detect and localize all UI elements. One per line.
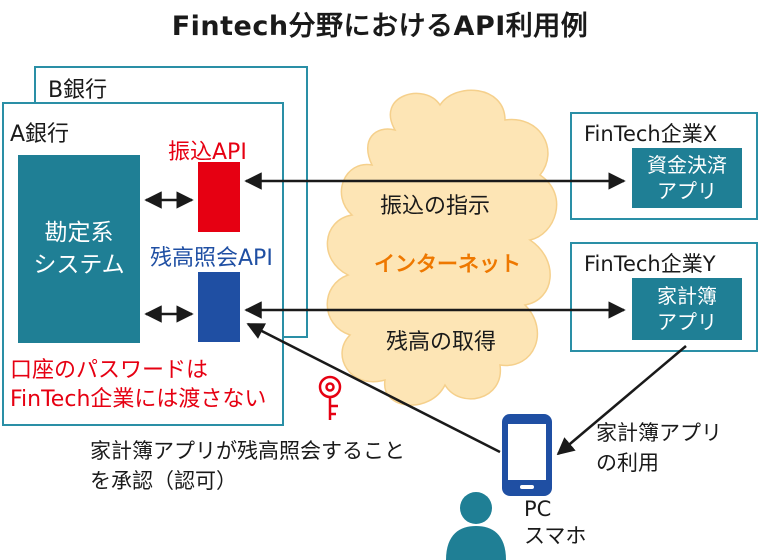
arrow-household-phone [556,345,687,456]
arrow-phone-balance [246,322,501,454]
core-system-line1: 勘定系 [44,220,114,246]
page-title: Fintech分野におけるAPI利用例 [171,11,589,42]
core-system-box: 勘定系 システム [18,155,140,343]
device-label-line2: スマホ [524,524,587,548]
password-note-line2: FinTech企業には渡さない [10,387,267,412]
bank-a-label: A銀行 [10,122,70,147]
approval-note-line2: を承認（認可） [90,469,237,493]
payment-app-box: 資金決済 アプリ [632,148,742,208]
transfer-instruction-text: 振込の指示 [380,194,491,219]
balance-retrieval-text: 残高の取得 [386,330,497,355]
core-system-line2: システム [33,252,125,278]
transfer-api-box [198,162,240,232]
password-note: 口座のパスワードは FinTech企業には渡さない [10,356,266,414]
approval-note-line1: 家計簿アプリが残高照会すること [90,439,405,463]
smartphone-icon [502,414,552,496]
approval-note: 家計簿アプリが残高照会すること を承認（認可） [90,436,405,496]
cloud-shape [326,89,558,406]
key-icon [318,375,342,420]
bank-b-label: B銀行 [48,78,108,103]
usage-note: 家計簿アプリ の利用 [596,418,722,478]
household-app-box: 家計簿 アプリ [632,278,742,340]
household-app-line1: 家計簿 [657,284,717,308]
usage-note-line1: 家計簿アプリ [596,421,722,445]
device-label: PC スマホ [524,496,586,550]
password-note-line1: 口座のパスワードは [10,358,209,383]
user-icon [446,492,506,560]
device-label-line1: PC [524,497,552,521]
fintech-x-label: FinTech企業X [584,122,718,146]
payment-app-line2: アプリ [657,179,717,203]
payment-app-line1: 資金決済 [647,153,727,177]
internet-text: インターネット [374,252,521,276]
usage-note-line2: の利用 [596,451,659,475]
transfer-api-label: 振込API [168,140,247,165]
fintech-y-label: FinTech企業Y [584,252,716,276]
household-app-line2: アプリ [657,310,717,334]
balance-api-label: 残高照会API [150,246,273,271]
balance-api-box [198,272,240,342]
